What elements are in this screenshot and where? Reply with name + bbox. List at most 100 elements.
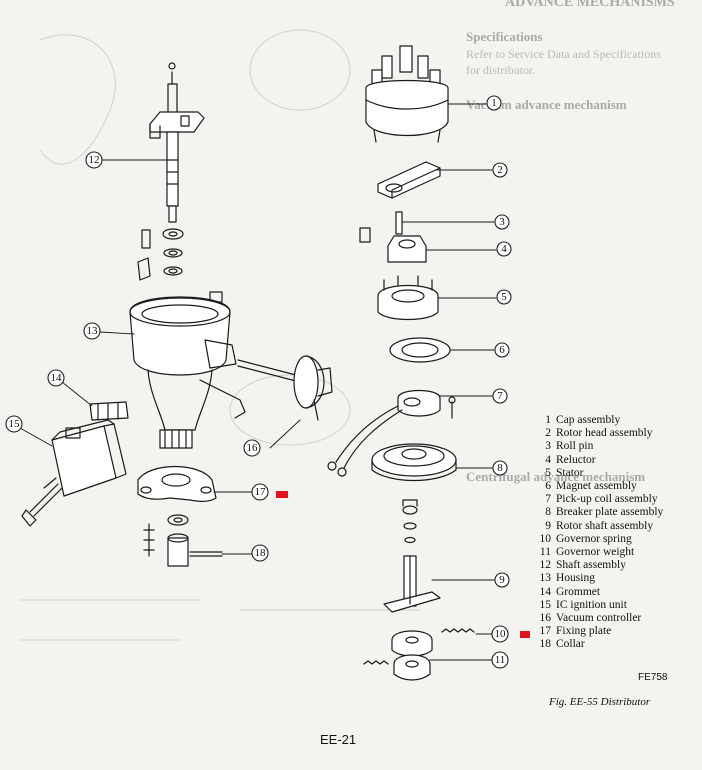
legend-item-label: Breaker plate assembly [556,506,664,519]
highlight-marker-diagram [276,491,288,498]
legend-item-label: Housing [556,572,595,585]
legend-item-label: Collar [556,638,585,651]
legend-item-number: 1 [545,414,551,426]
callout-11: 11 [491,651,509,669]
svg-text:14: 14 [51,372,63,384]
callout-7: 7 [492,388,508,404]
callout-18: 18 [251,544,269,562]
legend-item-number: 2 [545,427,551,440]
rotor-head-part [377,161,441,199]
legend-item: 11 Governor weight [530,546,663,559]
callout-13: 13 [83,322,101,340]
legend-item-label: Stator [556,466,584,479]
legend-item-label: Rotor head assembly [556,427,653,440]
ic-ignition-unit-part [21,419,127,527]
svg-text:10: 10 [495,628,507,640]
legend-item-number: 9 [545,519,551,532]
housing-part [129,296,246,449]
pick-up-coil-part [327,389,456,477]
reluctor-part [359,227,427,263]
legend-item-label: Cap assembly [556,414,621,426]
callout-9: 9 [494,572,510,588]
figure-caption: Fig. EE-55 Distributor [549,696,651,708]
bleed-paragraph-1: Refer to Service Data and Specifications… [466,47,661,78]
legend-item-number: 17 [539,625,552,638]
legend-item-number: 14 [539,585,552,598]
magnet-assembly-part [389,337,451,363]
legend-item-label: Fixing plate [556,625,612,638]
legend-item-label: Roll pin [556,440,594,453]
governor-spring-part [363,628,475,665]
shaft-assembly-part [149,62,205,223]
legend-item-number: 13 [539,572,552,585]
legend-item: 5 Stator [530,467,663,480]
callout-6: 6 [494,342,510,358]
svg-text:9: 9 [499,574,505,586]
legend-item: 13 Housing [530,572,663,585]
collar-part [143,514,223,567]
stator-part [377,275,439,321]
legend-item-label: Grommet [556,585,601,598]
callout-1: 1 [486,95,502,111]
legend-item-number: 12 [539,559,552,572]
legend-item-label: IC ignition unit [556,598,627,611]
breaker-plate-part [371,443,457,482]
svg-text:2: 2 [497,164,503,176]
callout-14: 14 [47,369,65,387]
callout-markers: 1 2 3 4 5 6 7 8 9 10 11 12 13 14 15 16 1… [5,95,512,669]
svg-text:7: 7 [497,390,503,402]
svg-text:17: 17 [255,486,267,498]
callout-12: 12 [85,151,103,169]
legend-item-number: 8 [545,506,551,519]
highlight-marker-legend [520,631,530,638]
legend-item: 8 Breaker plate assembly [530,506,663,519]
bleed-heading-vacuum: Vacuum advance mechanism [466,97,627,112]
roll-pin-part [395,211,403,235]
svg-text:18: 18 [255,547,267,559]
parts-legend: 1 Cap assembly 2 Rotor head assembly 3 Roll p… [530,414,664,652]
callout-4: 4 [496,241,512,257]
svg-text:11: 11 [495,654,506,666]
legend-item-label: Vacuum controller [556,612,642,625]
callout-16: 16 [243,439,261,457]
fixing-plate-part [137,465,217,502]
callout-8: 8 [492,460,508,476]
svg-text:4: 4 [501,243,507,255]
legend-item: 1 Cap assembly [530,414,663,427]
legend-item-number: 5 [545,466,551,479]
legend-item-label: Governor spring [556,532,632,545]
legend-item: 18 Collar [530,638,663,651]
legend-item-label: Magnet assembly [556,480,637,493]
legend-item-label: Rotor shaft assembly [556,519,654,532]
legend-item-label: Reluctor [556,453,596,466]
legend-item-number: 3 [545,440,551,453]
legend-item: 9 Rotor shaft assembly [530,520,663,533]
bleed-heading-specifications: Specifications [466,29,543,44]
legend-item-number: 11 [539,546,551,559]
svg-text:3: 3 [499,216,505,228]
legend-item-label: Governor weight [556,546,635,559]
svg-text:16: 16 [247,442,259,454]
vacuum-controller-part [237,355,333,421]
svg-text:5: 5 [501,291,507,303]
bleed-heading-advance: ADVANCE MECHANISMS [505,0,675,10]
svg-text:6: 6 [499,344,505,356]
legend-item-number: 10 [539,532,552,545]
legend-item-number: 18 [539,638,552,651]
callout-10: 10 [491,625,509,643]
legend-item: 14 Grommet [530,586,663,599]
legend-item: 10 Governor spring [530,533,663,546]
legend-item-number: 15 [539,598,552,611]
legend-item: 2 Rotor head assembly [530,427,663,440]
callout-17: 17 [251,483,269,501]
svg-text:15: 15 [9,418,21,430]
callout-2: 2 [492,162,508,178]
bearing-stack [402,499,418,544]
svg-text:12: 12 [89,154,100,166]
legend-item: 3 Roll pin [530,440,663,453]
